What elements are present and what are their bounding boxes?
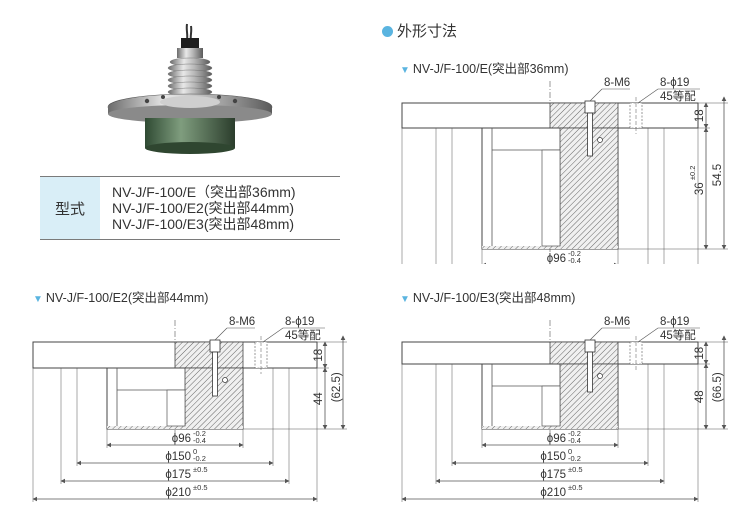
- dim-d96-label: ϕ96: [547, 253, 566, 264]
- flange-section-hatch: [549, 341, 619, 365]
- drawing-1-subtitle-text: NV-J/F-100/E(突出部36mm): [412, 62, 569, 76]
- dim-d175-tol-upper: ±0.5: [568, 465, 583, 474]
- dim-protrusion-label: 48: [694, 390, 706, 403]
- holes-pitch-label: 45等配: [660, 328, 696, 342]
- dim-d96-tol-upper: -0.2: [568, 249, 581, 258]
- dim-d96-label: ϕ96: [547, 433, 566, 445]
- dim-d150-label: ϕ150: [165, 451, 191, 463]
- spec-model-3: NV-J/F-100/E3(突出部48mm): [112, 216, 295, 232]
- bolt-leader: [589, 327, 603, 341]
- bolt-shank: [212, 351, 218, 397]
- flange-section-hatch: [549, 102, 619, 129]
- bolt-head: [584, 339, 596, 353]
- body-bottom-hatch: [107, 426, 243, 429]
- bullet-dot-icon: [382, 26, 393, 37]
- holes-pitch-label: 45等配: [660, 89, 696, 103]
- drawing-2-subtitle: ▼NV-J/F-100/E2(突出部44mm): [33, 287, 208, 306]
- triangle-down-icon: ▼: [400, 65, 410, 76]
- dim-d150-label: ϕ150: [540, 451, 566, 463]
- drawing-1: 8-M68-ϕ1945等配1836±0.254.5ϕ96-0.2-0.4ϕ150…: [401, 77, 728, 264]
- bolt-shank: [587, 351, 593, 393]
- dim-total-height-label: (66.5): [712, 372, 724, 402]
- holes-leader: [637, 88, 659, 104]
- holes-label: 8-ϕ19: [660, 77, 689, 89]
- triangle-down-icon: ▼: [33, 294, 43, 305]
- bolt-label: 8-M6: [229, 316, 255, 328]
- spec-model-2: NV-J/F-100/E2(突出部44mm): [112, 200, 295, 216]
- dim-d210-tol-upper: ±0.5: [193, 483, 208, 492]
- spec-table-models: NV-J/F-100/E（突出部36mm) NV-J/F-100/E2(突出部4…: [100, 176, 340, 240]
- flange-section-hatch: [174, 341, 244, 369]
- o-ring: [597, 373, 603, 379]
- product-image: [107, 23, 273, 154]
- body-bottom-hatch: [482, 246, 618, 249]
- dim-protrusion-label: 44: [313, 392, 325, 405]
- spec-table-key: 型式: [40, 176, 100, 240]
- body-bottom-hatch: [482, 426, 618, 429]
- bolt-head: [584, 100, 596, 114]
- dim-d96-tol-lower: -0.4: [568, 436, 581, 445]
- bolt-head: [209, 339, 221, 353]
- dim-d210-tol-upper: ±0.5: [568, 483, 583, 492]
- drawing-2-subtitle-text: NV-J/F-100/E2(突出部44mm): [45, 291, 209, 305]
- dim-d210-label: ϕ210: [165, 487, 191, 499]
- holes-label: 8-ϕ19: [660, 316, 689, 328]
- dim-d96-tol-upper: -0.2: [193, 429, 206, 438]
- dim-protrusion-tol: ±0.2: [688, 166, 697, 181]
- bolt-label: 8-M6: [604, 77, 630, 89]
- dim-d150-tol-lower: -0.2: [193, 454, 206, 463]
- spec-model-1: NV-J/F-100/E（突出部36mm): [112, 184, 296, 200]
- holes-pitch-label: 45等配: [285, 328, 321, 342]
- dim-d175-label: ϕ175: [165, 469, 191, 481]
- drawing-3-subtitle-text: NV-J/F-100/E3(突出部48mm): [412, 291, 576, 305]
- connector-body: [166, 389, 186, 427]
- o-ring: [222, 377, 228, 383]
- bolt-shank: [587, 112, 593, 157]
- dim-total-height-label: 54.5: [712, 164, 724, 186]
- bolt-leader: [214, 327, 228, 341]
- dim-flange-thickness-label: 18: [313, 349, 325, 362]
- dim-total-height-label: (62.5): [331, 372, 343, 402]
- dim-d150-tol-upper: 0: [193, 447, 197, 456]
- triangle-down-icon: ▼: [400, 294, 410, 305]
- section-title: 外形寸法: [382, 20, 457, 41]
- connector-body: [541, 385, 561, 427]
- bolt-label: 8-M6: [604, 316, 630, 328]
- dim-flange-thickness-label: 18: [694, 109, 706, 122]
- connector-body: [541, 149, 561, 247]
- spec-table: 型式 NV-J/F-100/E（突出部36mm) NV-J/F-100/E2(突…: [40, 176, 340, 240]
- section-title-text: 外形寸法: [397, 23, 458, 40]
- dim-d96-tol-upper: -0.2: [568, 429, 581, 438]
- dim-d96-tol-lower: -0.4: [568, 256, 581, 264]
- holes-leader: [262, 327, 284, 343]
- dim-protrusion-label: 36: [694, 182, 706, 195]
- dim-d175-label: ϕ175: [540, 469, 566, 481]
- dim-flange-thickness-label: 18: [694, 347, 706, 360]
- holes-label: 8-ϕ19: [285, 316, 314, 328]
- dim-d150-tol-lower: -0.2: [568, 454, 581, 463]
- bolt-leader: [589, 88, 603, 102]
- holes-leader: [637, 327, 659, 343]
- dim-d96-tol-lower: -0.4: [193, 436, 206, 445]
- o-ring: [597, 137, 603, 143]
- dim-d175-tol-upper: ±0.5: [193, 465, 208, 474]
- dim-d150-tol-upper: 0: [568, 447, 572, 456]
- dim-d96-label: ϕ96: [172, 433, 191, 445]
- drawing-3-subtitle: ▼NV-J/F-100/E3(突出部48mm): [400, 287, 575, 306]
- dim-d210-label: ϕ210: [540, 487, 566, 499]
- drawing-1-subtitle: ▼NV-J/F-100/E(突出部36mm): [400, 58, 569, 77]
